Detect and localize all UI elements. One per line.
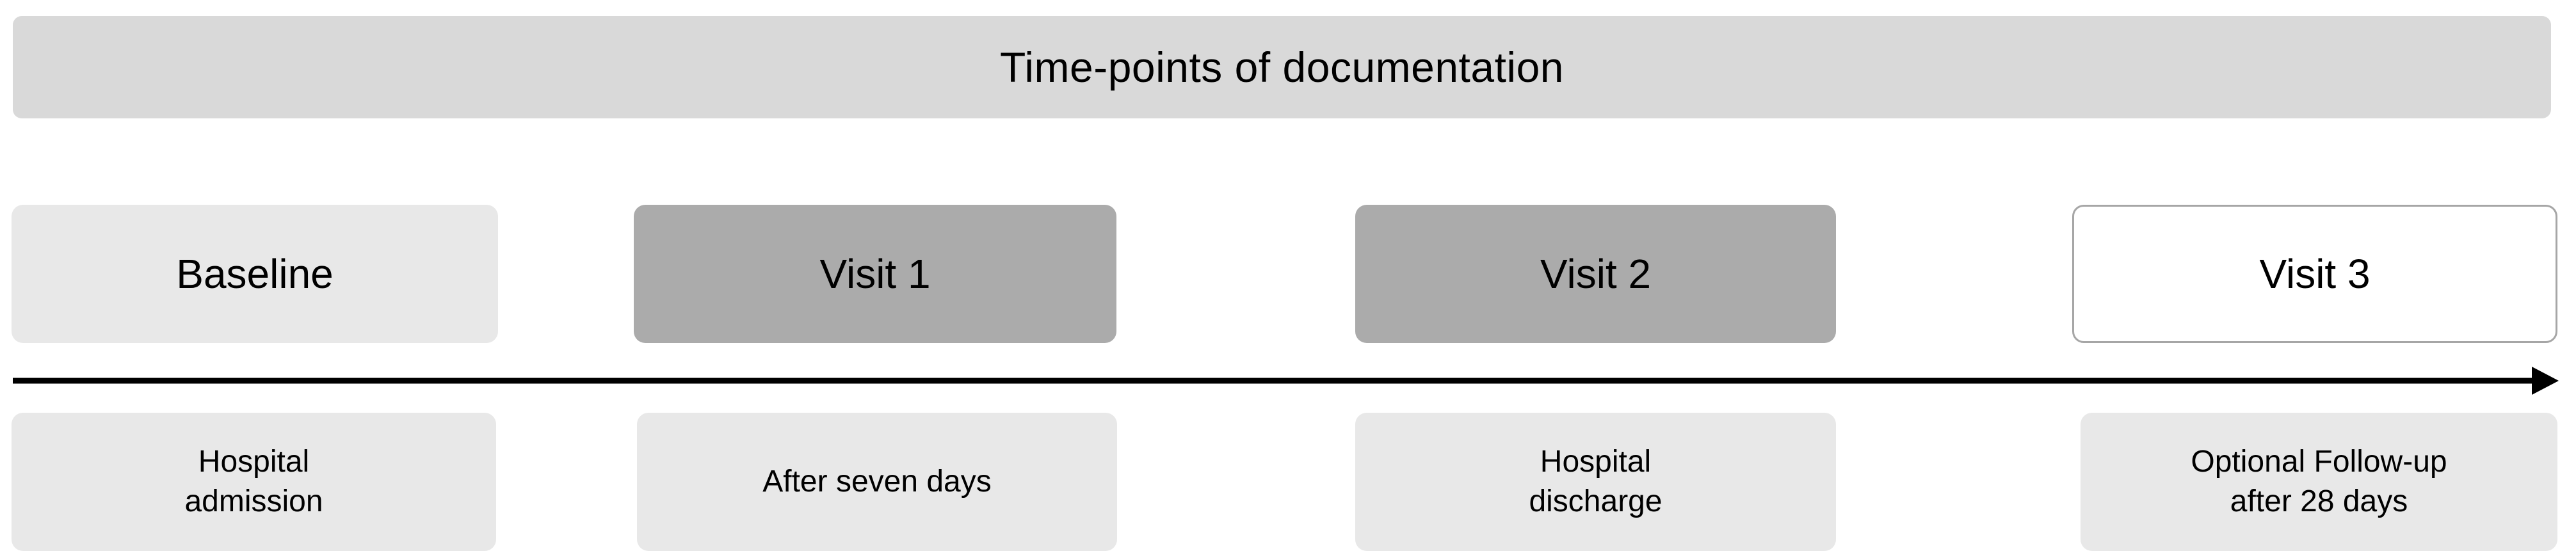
visit-label: Visit 1 (819, 251, 931, 297)
visit-box-visit-2[interactable]: Visit 2 (1355, 205, 1836, 343)
caption-box-visit-2: Hospital discharge (1355, 413, 1836, 551)
header-banner: Time-points of documentation (13, 16, 2551, 118)
visit-label: Visit 2 (1540, 251, 1652, 297)
caption-box-baseline: Hospital admission (12, 413, 496, 551)
caption-line: Optional Follow-up (2191, 444, 2447, 479)
caption-line: Hospital (198, 444, 310, 479)
caption-box-visit-3: Optional Follow-up after 28 days (2081, 413, 2557, 551)
page-title: Time-points of documentation (1000, 44, 1564, 91)
caption-line: admission (184, 484, 323, 518)
visit-box-visit-1[interactable]: Visit 1 (634, 205, 1116, 343)
visit-label: Visit 3 (2259, 251, 2371, 297)
caption-line: after 28 days (2230, 484, 2408, 518)
visit-box-baseline[interactable]: Baseline (12, 205, 498, 343)
visit-label: Baseline (176, 251, 334, 297)
caption-line: Hospital (1540, 444, 1652, 479)
timeline-arrow-icon (13, 367, 2559, 395)
caption-box-visit-1: After seven days (637, 413, 1117, 551)
caption-line: After seven days (762, 464, 992, 498)
caption-line: discharge (1529, 484, 1662, 518)
visit-box-visit-3[interactable]: Visit 3 (2072, 205, 2557, 343)
